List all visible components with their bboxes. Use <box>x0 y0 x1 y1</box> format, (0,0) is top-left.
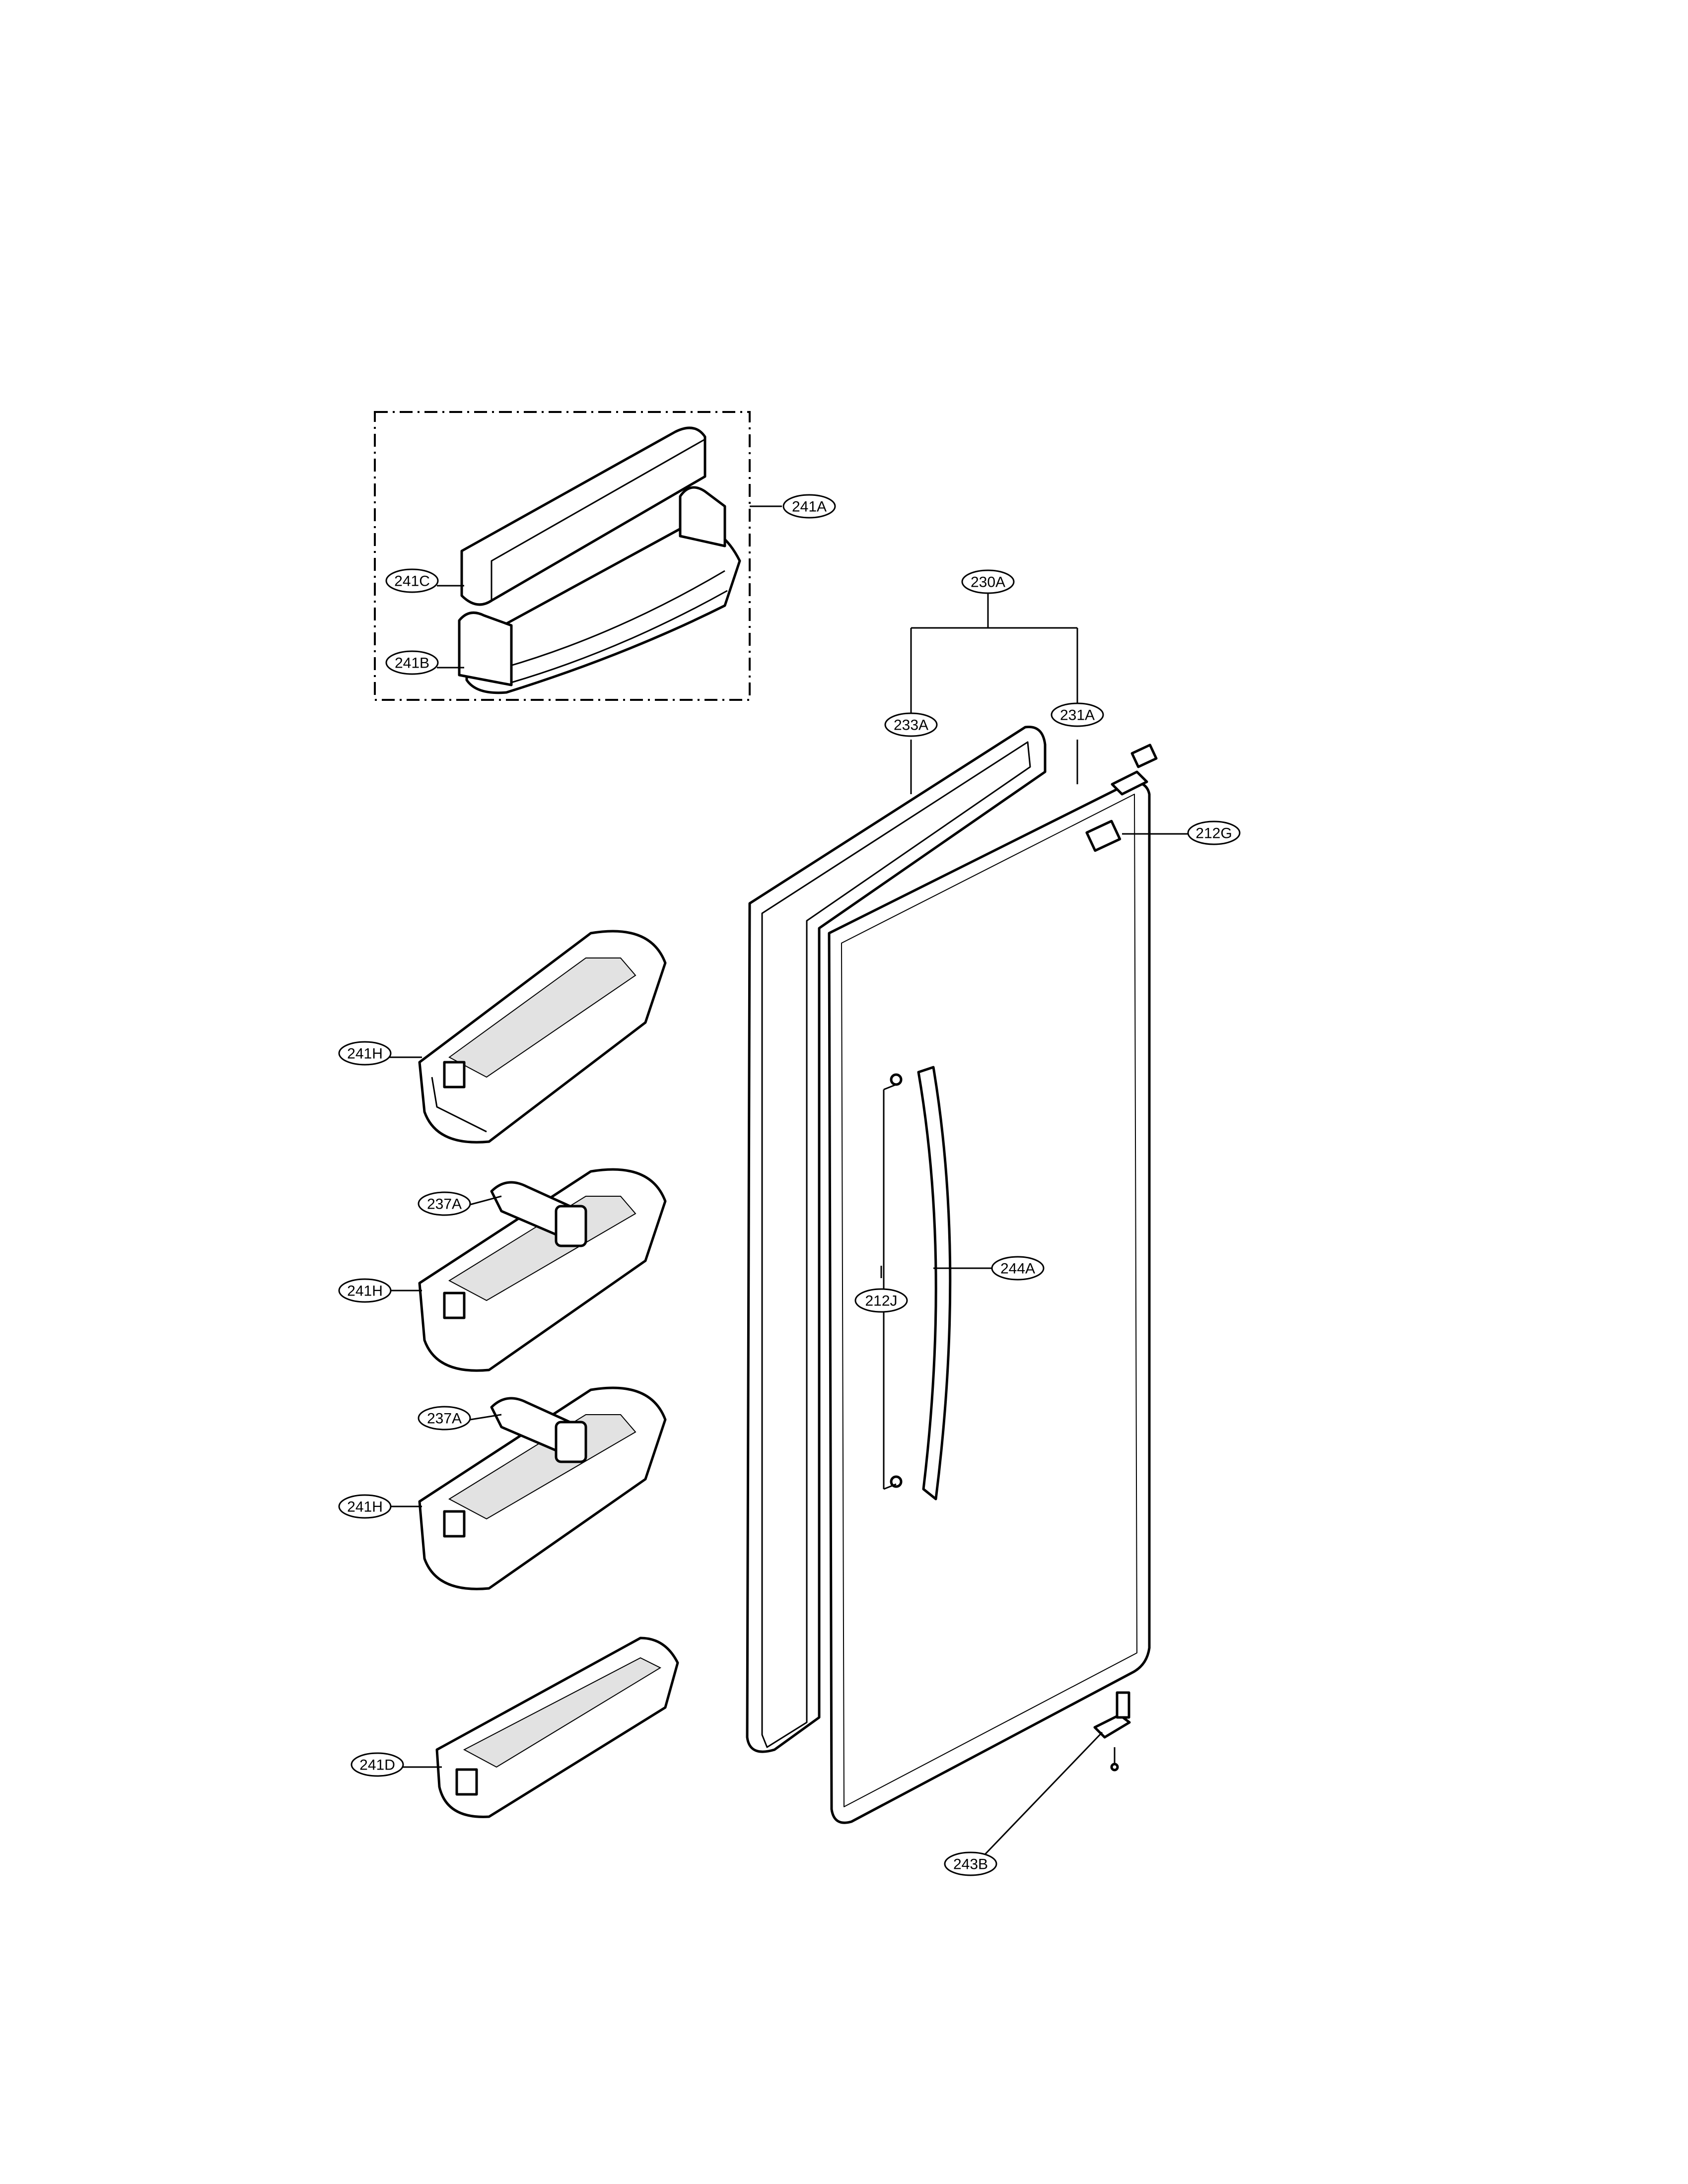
door-bin-4 <box>435 1637 679 1818</box>
assembly-bracket-box <box>374 411 751 701</box>
callout-233A: 233A <box>884 712 938 737</box>
svg-text:237A: 237A <box>427 1411 462 1427</box>
svg-text:237A: 237A <box>427 1196 462 1213</box>
hinge-block-left <box>458 611 513 686</box>
svg-text:243B: 243B <box>953 1856 988 1873</box>
svg-text:241H: 241H <box>347 1499 383 1515</box>
svg-text:241C: 241C <box>394 573 430 590</box>
door-bin-1 <box>418 930 667 1144</box>
callout-241H-1: 241H <box>338 1041 392 1066</box>
svg-text:241D: 241D <box>359 1757 395 1774</box>
callout-241B: 241B <box>385 650 439 675</box>
callout-237A-1: 237A <box>418 1191 471 1216</box>
callout-241H-3: 241H <box>338 1494 392 1519</box>
door-handle <box>917 1066 952 1501</box>
door-bin-3 <box>418 1386 667 1590</box>
hinge-block-right <box>679 486 726 547</box>
door-gasket <box>746 725 1047 1753</box>
callout-244A: 244A <box>991 1256 1045 1281</box>
callout-241A: 241A <box>782 494 836 519</box>
svg-text:241A: 241A <box>792 499 827 515</box>
svg-text:212J: 212J <box>865 1293 897 1309</box>
callout-231A: 231A <box>1051 702 1104 727</box>
svg-text:230A: 230A <box>971 574 1005 591</box>
svg-text:241H: 241H <box>347 1046 383 1062</box>
svg-text:231A: 231A <box>1060 707 1095 724</box>
callout-212J: 212J <box>854 1288 908 1313</box>
svg-text:241H: 241H <box>347 1283 383 1299</box>
door-bin-2 <box>418 1168 667 1372</box>
callout-241H-2: 241H <box>338 1278 392 1303</box>
callout-243B: 243B <box>944 1851 997 1876</box>
label-plate <box>1085 819 1122 852</box>
lower-hinge <box>1093 1691 1131 1772</box>
svg-text:244A: 244A <box>1000 1261 1035 1277</box>
dairy-bin-assembly-group <box>374 411 751 701</box>
callout-237A-2: 237A <box>418 1406 471 1431</box>
door-panel <box>828 744 1158 1824</box>
dairy-bin-lid <box>460 426 706 606</box>
callout-241C: 241C <box>385 568 439 593</box>
svg-text:212G: 212G <box>1196 825 1232 842</box>
svg-text:233A: 233A <box>894 717 928 734</box>
svg-text:241B: 241B <box>395 655 429 672</box>
callout-212G: 212G <box>1187 820 1241 845</box>
callout-241D: 241D <box>351 1752 404 1777</box>
callout-230A: 230A <box>961 569 1015 594</box>
